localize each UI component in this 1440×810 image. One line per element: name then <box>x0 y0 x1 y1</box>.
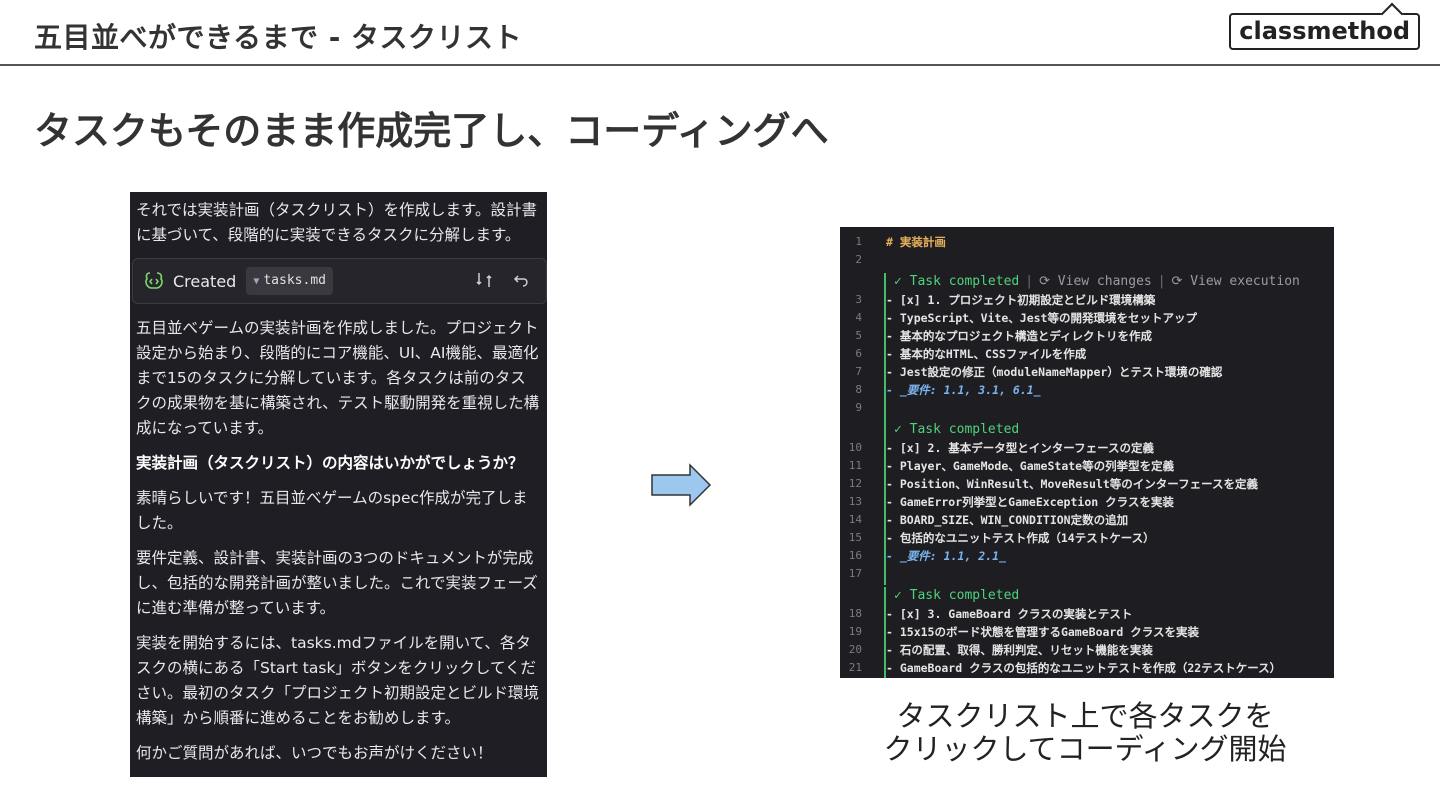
created-file-icon <box>143 270 165 292</box>
chat-intro: それでは実装計画（タスクリスト）を作成します。設計書に基づいて、段階的に実装でき… <box>136 201 537 244</box>
code-line: 15 - 包括的なユニットテスト作成（14テストケース） <box>848 531 1155 545</box>
header-title: 五目並べができるまで - タスクリスト <box>34 21 523 54</box>
code-line: 4 - TypeScript、Vite、Jest等の開発環境をセットアップ <box>855 311 1197 325</box>
logo-text: classmethod <box>1239 17 1410 45</box>
caption: タスクリスト上で各タスクを クリックしてコーディング開始 <box>845 700 1325 766</box>
chat-paragraph-6: 何かご質問があれば、いつでもお声がけください！ <box>136 744 493 762</box>
code-line: 5 - 基本的なプロジェクト構造とディレクトリを作成 <box>855 329 1153 343</box>
task-block: ✓ Task completed 18- [x] 3. GameBoard クラ… <box>840 587 1334 678</box>
created-file-bar[interactable]: Created ▼tasks.md <box>132 258 547 304</box>
caption-line-2: クリックしてコーディング開始 <box>883 732 1287 766</box>
task-block-bar <box>884 587 886 678</box>
task-status: ✓ Task completed <box>840 421 1334 439</box>
chat-paragraph-4: 要件定義、設計書、実装計画の3つのドキュメントが完成し、包括的な開発計画が整いま… <box>136 549 538 617</box>
code-line: 12 - Position、WinResult、MoveResult等のインター… <box>848 477 1259 491</box>
code-line: 6 - 基本的なHTML、CSSファイルを作成 <box>855 347 1087 361</box>
file-icon: ▼ <box>253 276 260 287</box>
chat-paragraph-3: 素晴らしいです！五目並べゲームのspec作成が完了しました。 <box>136 489 528 532</box>
header-divider <box>0 64 1440 66</box>
check-icon: ✓ <box>894 588 910 603</box>
code-line: 20 - 石の配置、取得、勝利判定、リセット機能を実装 <box>848 643 1153 657</box>
chat-paragraph-1: 五目並べゲームの実装計画を作成しました。プロジェクト設定から始まり、段階的にコア… <box>136 319 540 437</box>
view-execution-link[interactable]: ⟳ View execution <box>1171 274 1300 289</box>
task-block-bar <box>884 421 886 585</box>
slide-title: タスクもそのまま作成完了し、コーディングへ <box>34 109 829 153</box>
code-line: 3- [x] 1. プロジェクト初期設定とビルド環境構築 <box>855 293 1156 307</box>
bar-actions <box>474 270 532 290</box>
right-arrow-icon <box>651 463 712 507</box>
chat-panel: それでは実装計画（タスクリスト）を作成します。設計書に基づいて、段階的に実装でき… <box>130 192 547 777</box>
code-line: 11 - Player、GameMode、GameState等の列挙型を定義 <box>848 459 1175 473</box>
code-line: 21 - GameBoard クラスの包括的なユニットテストを作成（22テストケ… <box>848 661 1282 675</box>
task-completed-link[interactable]: Task completed <box>909 588 1020 603</box>
check-icon: ✓ <box>894 422 910 437</box>
file-chip[interactable]: ▼tasks.md <box>246 267 333 295</box>
view-changes-link[interactable]: ⟳ View changes <box>1039 274 1152 289</box>
task-completed-link[interactable]: Task completed <box>909 422 1020 437</box>
chat-question: 実装計画（タスクリスト）の内容はいかがでしょうか？ <box>136 454 524 472</box>
task-block: ✓ Task completed|⟳ View changes|⟳ View e… <box>840 273 1334 437</box>
code-line: 16 - _要件: 1.1, 2.1_ <box>848 549 1006 563</box>
file-name: tasks.md <box>263 273 326 288</box>
task-completed-link[interactable]: Task completed <box>909 274 1020 289</box>
code-line: 13 - GameError列挙型とGameException クラスを実装 <box>848 495 1174 509</box>
code-line: 10- [x] 2. 基本データ型とインターフェースの定義 <box>848 441 1155 455</box>
task-status: ✓ Task completed|⟳ View changes|⟳ View e… <box>894 274 1300 289</box>
code-line: 9 <box>855 401 862 414</box>
code-line: 7 - Jest設定の修正（moduleNameMapper）とテスト環境の確認 <box>855 365 1223 379</box>
revert-icon[interactable] <box>512 270 532 290</box>
caption-line-1: タスクリスト上で各タスクを <box>896 699 1274 733</box>
classmethod-logo: classmethod <box>1229 2 1420 50</box>
code-line: 18- [x] 3. GameBoard クラスの実装とテスト <box>848 607 1133 621</box>
check-icon: ✓ <box>894 274 910 289</box>
task-block: ✓ Task completed 10- [x] 2. 基本データ型とインターフ… <box>840 421 1334 585</box>
code-line: 14 - BOARD_SIZE、WIN_CONDITION定数の追加 <box>848 513 1129 527</box>
task-status: ✓ Task completed <box>840 587 1334 605</box>
tasks-editor: 1# 実装計画 2 ✓ Task completed|⟳ View change… <box>840 227 1334 678</box>
compare-icon[interactable] <box>474 270 494 290</box>
task-block-bar <box>884 273 886 437</box>
code-line: 19 - 15x15のボード状態を管理するGameBoard クラスを実装 <box>848 625 1199 639</box>
chat-paragraph-5: 実装を開始するには、tasks.mdファイルを開いて、各タスクの横にある「Sta… <box>136 634 540 727</box>
created-label: Created <box>173 271 237 291</box>
code-line: 17 <box>848 567 862 580</box>
code-line: 1# 実装計画 <box>855 235 946 249</box>
code-line: 2 <box>855 253 862 266</box>
code-line: 8 - _要件: 1.1, 3.1, 6.1_ <box>855 383 1041 397</box>
